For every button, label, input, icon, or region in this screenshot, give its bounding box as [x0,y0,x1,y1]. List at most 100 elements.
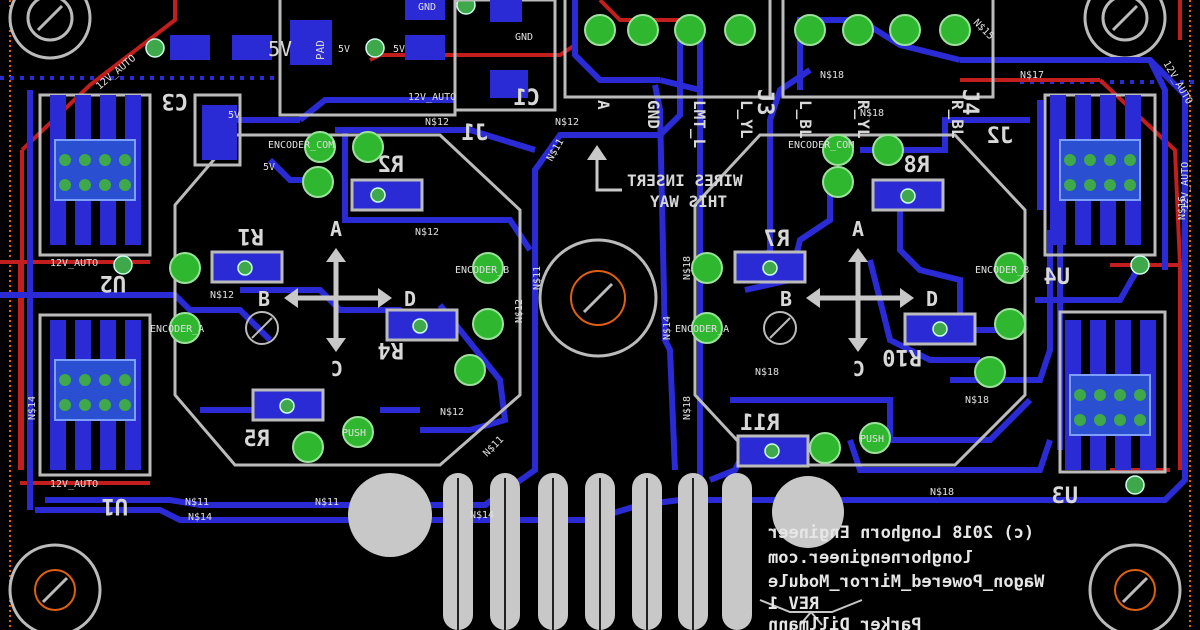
net-n11-1: N$11 [185,497,209,508]
net-enc-a-1: ENCODER_A [150,324,204,335]
wires-insert-text: WIRES INSERT THIS WAY [627,171,743,211]
label-r2: R2 [378,153,405,178]
net-enc-b-1: ENCODER_B [455,265,509,276]
u4-footprint [1043,93,1157,257]
net-enc-com-1: ENCODER_COM [268,140,334,151]
net-n11-5: N$11 [532,266,543,290]
wires-insert-line1: WIRES INSERT [627,171,743,190]
conn-label-a: A [594,100,613,110]
net-5v-1: 5V [338,44,350,55]
net-n12-1: N$12 [425,117,449,128]
net-labels: N$12 N$12 N$12 N$12 N$12 N$12 N$11 N$11 … [27,2,1194,523]
reference-designators: J1 J2 R1 R2 R4 R5 R7 R8 R10 R11 C1 C3 U1… [100,86,1079,518]
top-components [193,0,995,167]
wires-insert-line2: THIS WAY [650,192,727,211]
conn-label-lyl: L_YL [737,100,756,139]
net-n18-3: N$18 [755,367,779,378]
left-arrow-cross [284,248,392,352]
dir-b-left: B [258,287,270,311]
connector-labels: A GND LMT_L L_YL L_BL R_YL R_BL [594,100,967,148]
credits-line5: Parker Dillmann [768,615,922,630]
net-n12-2: N$12 [555,117,579,128]
label-j2: J2 [987,124,1014,149]
net-n12-3: N$12 [415,227,439,238]
dir-c-left: C [331,356,343,380]
right-arrow-cross [806,248,914,352]
u1-footprint [38,313,152,477]
direction-arrows [284,248,914,352]
net-5v-3: 5V [228,110,240,121]
credits-pointer [759,599,863,626]
label-c1: C1 [514,86,541,111]
net-push-2: PUSH [860,434,884,445]
net-gnd-2: GND [418,2,436,13]
net-n14-1: N$14 [188,512,212,523]
label-u2: U2 [100,270,127,295]
net-n18-2: N$18 [860,108,884,119]
net-12v-3: 12V_AUTO [408,92,456,103]
mounting-hole-tl [8,0,92,60]
net-push-1: PUSH [342,428,366,439]
label-r11: R11 [740,411,780,436]
label-u1: U1 [102,493,129,518]
dir-d-right: D [926,287,938,311]
pad-label: PAD [314,40,327,60]
net-n14-2: N$14 [470,510,494,521]
mounting-holes [8,0,1182,630]
label-u3: U3 [1052,484,1079,509]
label-j3: J3 [752,89,777,116]
dir-b-right: B [780,287,792,311]
label-r7: R7 [764,227,791,252]
mounting-hole-br [1088,543,1182,630]
label-r8: R8 [904,153,931,178]
five-v-label: 5V [268,37,292,61]
conn-label-gnd: GND [644,100,663,129]
wire-fingers [348,473,844,630]
net-12v-2: 12V_AUTO [50,479,98,490]
net-12v-6: 12V_AUTO [1180,162,1191,210]
net-n18-7: N$18 [682,396,693,420]
net-12v-1: 12V_AUTO [50,258,98,269]
finger-slits [457,478,694,630]
net-enc-a-2: ENCODER_A [675,324,729,335]
dir-a-right: A [852,217,864,241]
conn-label-ryl: R_YL [854,100,873,139]
label-r5: R5 [244,427,271,452]
encoder-centers [245,311,797,345]
regulator-labels: 5V PAD [268,37,327,61]
net-5v-4: 5V [263,162,275,173]
top-smd-pads [170,0,528,160]
label-r1: R1 [238,223,265,248]
net-gnd-1: GND [515,32,533,43]
u2-footprint [38,93,152,257]
dir-c-right: C [853,356,865,380]
pads [169,14,1026,464]
net-n18-6: N$18 [682,256,693,280]
direction-letters: A B C D A B C D [258,217,938,380]
net-n16: N$16 [1177,196,1188,220]
dir-a-left: A [330,217,342,241]
label-j1: J1 [462,121,489,146]
net-n18-4: N$18 [965,395,989,406]
conn-label-lbl: L_BL [796,100,815,139]
net-n14-4: N$14 [27,396,38,420]
center-hole [538,238,658,358]
label-r4: R4 [378,337,405,362]
net-n14-3: N$14 [662,316,673,340]
u3-footprint [1058,310,1167,474]
conn-label-rbl: R_BL [948,100,967,139]
net-n12-4: N$12 [210,290,234,301]
net-n17: N$17 [1020,70,1044,81]
credits-block: (c) 2018 Longhorn Engineer longhornengin… [768,523,1044,630]
label-c3: C3 [162,88,189,113]
label-u4: U4 [1044,265,1071,290]
net-enc-com-2: ENCODER_COM [788,140,854,151]
label-r10: R10 [882,344,922,369]
conn-label-lmt: LMT_L [690,100,709,148]
label-j4: J4 [957,89,982,116]
vias [113,0,1150,495]
net-n12-5: N$12 [440,407,464,418]
net-5v-2: 5V [393,44,405,55]
dir-d-left: D [404,287,416,311]
